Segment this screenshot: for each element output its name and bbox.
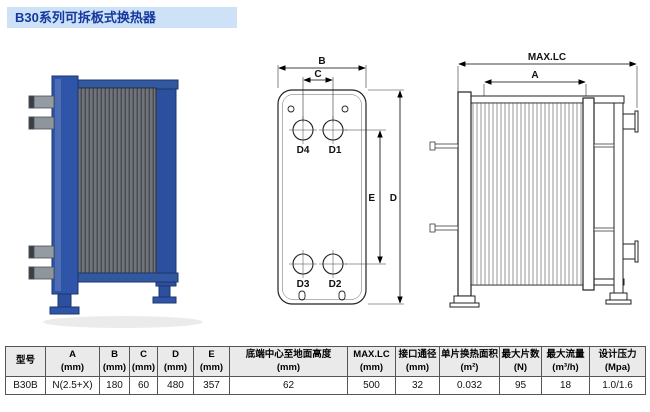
plate-pack <box>470 102 584 286</box>
spec-table: 型号 A(mm) B(mm) C(mm) D(mm) E(mm) 底端中心至地面… <box>5 346 646 395</box>
front-frame <box>51 75 79 295</box>
col-header-max-plates: 最大片数(N) <box>499 346 542 377</box>
side-view-drawing: MAX.LC A <box>429 52 639 308</box>
col-header-e: E(mm) <box>193 346 230 377</box>
port-label-d2: D2 <box>329 279 342 290</box>
cell-design-pressure: 1.0/1.6 <box>589 376 646 395</box>
pipe-stub-bottom <box>622 243 636 260</box>
photo-shadow <box>43 316 203 328</box>
cell-model: B30B <box>5 376 46 395</box>
col-header-d: D(mm) <box>157 346 194 377</box>
dim-label-d: D <box>390 193 397 204</box>
page-title: B30系列可拆板式换热器 <box>7 7 237 28</box>
cell-port-diameter: 32 <box>395 376 440 395</box>
col-header-max-flow: 最大流量(m³/h) <box>541 346 590 377</box>
col-header-b: B(mm) <box>99 346 130 377</box>
dimension-lines <box>458 61 637 85</box>
port-label-d3: D3 <box>297 279 310 290</box>
foot-right <box>609 292 628 301</box>
extension-lines <box>457 66 638 108</box>
page-title-text: B30系列可拆板式换热器 <box>15 10 156 25</box>
support-feet <box>49 285 177 315</box>
figures-row: B C E D D4 D1 D3 D2 <box>0 40 650 340</box>
tie-bolt-right-1 <box>593 143 615 148</box>
col-header-a: A(mm) <box>45 346 100 377</box>
col-header-design-pressure: 设计压力(Mpa) <box>589 346 646 377</box>
port-circles <box>292 119 344 275</box>
cell-b: 180 <box>99 376 130 395</box>
col-header-bottom-height: 底端中心至地面高度(mm) <box>229 346 348 377</box>
carrying-bar-top <box>461 95 625 104</box>
dim-label-e: E <box>368 193 375 204</box>
side-view-diagram: MAX.LC A <box>428 48 640 325</box>
cell-maxlc: 500 <box>347 376 396 395</box>
col-header-port-diameter: 接口通径(mm) <box>395 346 440 377</box>
front-view-drawing: B C E D D4 D1 D3 D2 <box>277 56 404 305</box>
dim-label-c: C <box>314 69 321 80</box>
front-view-diagram: B C E D D4 D1 D3 D2 <box>258 52 418 329</box>
movable-frame <box>582 97 595 291</box>
pipe-stub-top <box>622 113 636 130</box>
cell-plate-area: 0.032 <box>439 376 500 395</box>
dimension-lines <box>278 65 403 304</box>
table-row: B30B N(2.5+X) 180 60 480 357 62 500 32 0… <box>5 376 646 395</box>
exchanger-side-view <box>429 91 639 308</box>
plate-outline <box>277 89 367 305</box>
product-photo-drawing <box>28 75 203 328</box>
cell-d: 480 <box>157 376 194 395</box>
col-header-plate-area: 单片换热面积(m²) <box>439 346 500 377</box>
tie-bolt-left-2 <box>433 225 459 231</box>
extension-lines <box>277 65 404 305</box>
port-label-d4: D4 <box>297 145 310 156</box>
col-header-maxlc: MAX.LC(mm) <box>347 346 396 377</box>
foot-left <box>453 295 476 304</box>
dim-label-a: A <box>531 70 538 81</box>
support-column <box>613 102 624 294</box>
header-row: 型号 A(mm) B(mm) C(mm) D(mm) E(mm) 底端中心至地面… <box>5 346 646 377</box>
tie-bolt-left-1 <box>433 143 459 149</box>
port-crosshairs <box>289 116 347 278</box>
mounting-holes <box>287 105 349 301</box>
dim-label-b: B <box>318 56 325 67</box>
col-header-c: C(mm) <box>129 346 158 377</box>
tie-bolt-right-2 <box>593 227 615 232</box>
port-label-d1: D1 <box>329 145 342 156</box>
product-photo <box>28 54 218 339</box>
col-header-model: 型号 <box>5 346 46 377</box>
fixed-frame <box>457 91 472 297</box>
cell-e: 357 <box>193 376 230 395</box>
cell-c: 60 <box>129 376 158 395</box>
heat-exchanger-body <box>51 75 179 295</box>
cell-a: N(2.5+X) <box>45 376 100 395</box>
cell-max-flow: 18 <box>541 376 590 395</box>
cell-bottom-height: 62 <box>229 376 348 395</box>
plate-pack <box>77 87 157 279</box>
dim-label-maxlc: MAX.LC <box>528 52 566 63</box>
pipe-connections <box>28 95 55 280</box>
cell-max-plates: 95 <box>499 376 542 395</box>
